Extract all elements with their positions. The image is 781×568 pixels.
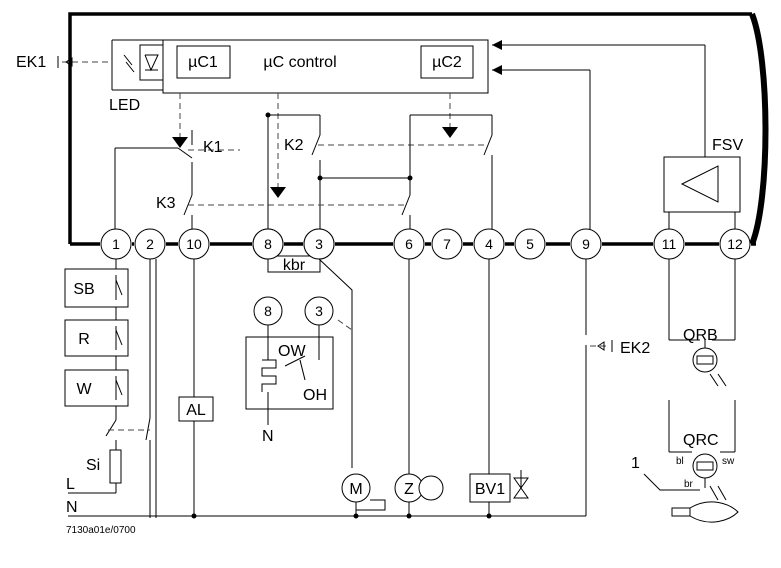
relay-k2: K2: [284, 115, 493, 232]
qrb-sensor: QRB: [668, 259, 736, 387]
k1-label: K1: [203, 139, 223, 156]
terminal-12: 12: [719, 228, 751, 260]
br-label: br: [684, 479, 694, 490]
kbr-label: kbr: [283, 257, 306, 274]
oh-label: OH: [303, 387, 327, 404]
k2-label: K2: [284, 137, 304, 154]
n-label: N: [66, 499, 78, 516]
uc-control-block: µC1 µC control µC2: [162, 39, 705, 94]
svg-text:1: 1: [112, 236, 120, 252]
n-thermal-label: N: [262, 428, 274, 445]
svg-text:11: 11: [662, 236, 677, 252]
svg-text:10: 10: [186, 236, 202, 252]
main-switch: [105, 259, 157, 518]
svg-text:8: 8: [264, 236, 272, 252]
relay-k1: K1: [115, 130, 240, 195]
led-indicator: LED: [109, 39, 164, 114]
ow-label: OW: [278, 343, 306, 360]
thermal-subcircuit: 8 3 OW OH N: [245, 296, 334, 445]
svg-text:BV1: BV1: [475, 481, 505, 498]
drawing-code: 7130a01e/0700: [66, 525, 136, 536]
w-switch: W: [64, 369, 129, 407]
svg-text:AL: AL: [186, 402, 206, 419]
uc2-box: [420, 45, 474, 79]
terminal-10: 10: [178, 228, 210, 260]
terminal-4: 4: [473, 228, 505, 260]
flame-icon: [671, 501, 739, 523]
qrc-sensor: QRC bl sw br 1: [631, 400, 736, 501]
ref-1-label: 1: [631, 455, 640, 472]
svg-text:SB: SB: [73, 281, 94, 298]
alarm-al: AL: [178, 259, 214, 519]
svg-text:12: 12: [727, 236, 743, 252]
uc1-box: [176, 45, 231, 79]
ek1-label: EK1: [16, 54, 46, 71]
svg-text:3: 3: [315, 303, 323, 319]
fuse-si: Si: [86, 440, 122, 493]
qrc-label: QRC: [683, 432, 719, 449]
r-switch: R: [64, 319, 129, 357]
svg-text:W: W: [76, 381, 92, 398]
svg-text:4: 4: [485, 236, 493, 252]
motor-m: M: [318, 258, 386, 519]
ek2-button: EK2: [585, 259, 650, 516]
terminal-1: 1: [100, 228, 132, 260]
sb-switch: SB: [64, 268, 129, 308]
svg-text:9: 9: [582, 236, 590, 252]
qrb-label: QRB: [683, 327, 718, 344]
svg-text:Si: Si: [86, 457, 100, 474]
terminal-2: 2: [134, 228, 166, 260]
svg-text:M: M: [349, 481, 362, 498]
bl-label: bl: [676, 456, 684, 467]
svg-text:5: 5: [526, 236, 534, 252]
terminal-6: 6: [393, 228, 425, 260]
terminal-9: 9: [570, 228, 602, 260]
k3-label: K3: [156, 195, 176, 212]
terminal-5: 5: [514, 228, 546, 260]
uc-control-label: µC control: [263, 54, 336, 71]
svg-text:8: 8: [264, 303, 272, 319]
svg-text:2: 2: [146, 236, 154, 252]
svg-text:3: 3: [315, 236, 323, 252]
uc2-label: µC2: [432, 54, 462, 71]
led-label: LED: [109, 97, 140, 114]
terminal-11: 11: [653, 228, 685, 260]
l-label: L: [66, 476, 75, 493]
svg-text:6: 6: [405, 236, 413, 252]
terminal-7: 7: [431, 228, 463, 260]
uc1-label: µC1: [188, 54, 218, 71]
fsv-amplifier: FSV: [663, 45, 743, 232]
sw-label: sw: [722, 456, 735, 467]
fsv-label: FSV: [712, 137, 743, 154]
svg-text:R: R: [78, 331, 90, 348]
ignition-z: Z: [394, 259, 444, 519]
kbr-bridge: 8 3 kbr: [252, 228, 335, 274]
ek2-label: EK2: [620, 340, 650, 357]
svg-text:7: 7: [443, 236, 451, 252]
ek1-button: EK1: [16, 54, 112, 71]
control-unit-housing: [68, 12, 769, 246]
valve-bv1: BV1: [469, 259, 529, 519]
svg-text:Z: Z: [404, 481, 414, 498]
relay-k3: K3: [156, 194, 411, 216]
